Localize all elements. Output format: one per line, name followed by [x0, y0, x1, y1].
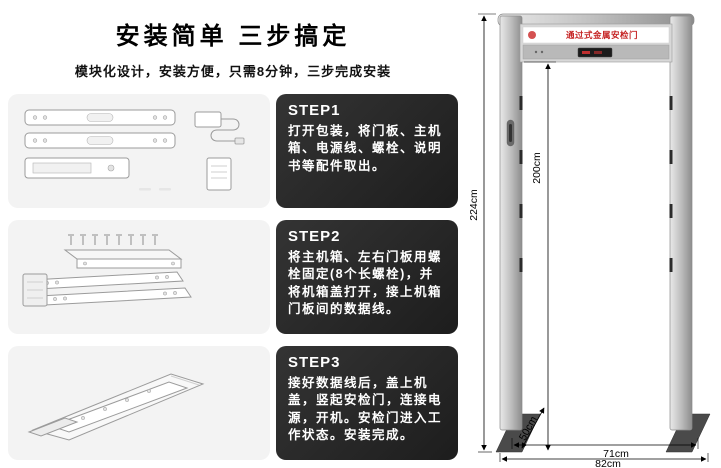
step1-panel: STEP1 打开包装，将门板、主机箱、电源线、螺栓、说明书等配件取出。 [276, 94, 458, 208]
outer-width-label: 82cm [595, 458, 621, 468]
step2-assembly-illustration [22, 234, 192, 307]
step-row-2: STEP2 将主机箱、左右门板用螺栓固定(8个长螺栓)，并将机箱盖打开，接上机箱… [8, 220, 458, 334]
dimension-outer-height: 224cm [468, 13, 496, 453]
page-subtitle: 模块化设计，安装方便，只需8分钟，三步完成安装 [74, 64, 392, 79]
header-sign-text: 通过式金属安检门 [566, 30, 638, 40]
brand-emblem-icon [528, 31, 536, 39]
speaker-slot-icon [506, 119, 515, 147]
step1-illustration-panel [8, 94, 270, 208]
step-row-3: STEP3 接好数据线后，盖上机盖，竖起安检门，连接电源，开机。安检门进入工作状… [8, 346, 458, 460]
gate-header: 通过式金属安检门 [519, 23, 673, 63]
step1-text: 打开包装，将门板、主机箱、电源线、螺栓、说明书等配件取出。 [288, 124, 443, 173]
step2-illustration-panel [8, 220, 270, 334]
step1-parts-illustration [24, 109, 245, 191]
step2-panel: STEP2 将主机箱、左右门板用螺栓固定(8个长螺栓)，并将机箱盖打开，接上机箱… [276, 220, 458, 334]
step-row-1: STEP1 打开包装，将门板、主机箱、电源线、螺栓、说明书等配件取出。 [8, 94, 458, 208]
gate-frame [497, 13, 695, 431]
outer-height-label: 224cm [468, 189, 480, 221]
step1-label: STEP1 [288, 102, 341, 119]
step3-text: 接好数据线后，盖上机盖，竖起安检门，连接电源，开机。安检门进入工作状态。安装完成… [288, 376, 443, 442]
header-sign [522, 26, 670, 44]
step3-label: STEP3 [288, 354, 341, 371]
page-title: 安装简单 三步搞定 [115, 23, 351, 50]
step3-illustration-panel [8, 346, 270, 460]
step3-assembled-door-illustration [27, 373, 205, 441]
step3-panel: STEP3 接好数据线后，盖上机盖，竖起安检门，连接电源，开机。安检门进入工作状… [276, 346, 458, 460]
security-gate-diagram: 通过式金属安检门 224cm 200cm [468, 13, 711, 468]
dimension-inner-height: 200cm [524, 61, 556, 451]
installation-instructions: 安装简单 三步搞定 模块化设计，安装方便，只需8分钟，三步完成安装 [8, 23, 458, 460]
product-diagram: 通过式金属安检门 224cm 200cm [466, 0, 721, 468]
steps-list: STEP1 打开包装，将门板、主机箱、电源线、螺栓、说明书等配件取出。 [8, 94, 458, 460]
step2-text: 将主机箱、左右门板用螺栓固定(8个长螺栓)，并将机箱盖打开，接上机箱门板间的数据… [288, 250, 443, 316]
step2-label: STEP2 [288, 228, 341, 245]
dimension-outer-width: 82cm [499, 453, 709, 468]
inner-height-label: 200cm [531, 152, 543, 184]
sensor-marks-icon [519, 96, 673, 272]
